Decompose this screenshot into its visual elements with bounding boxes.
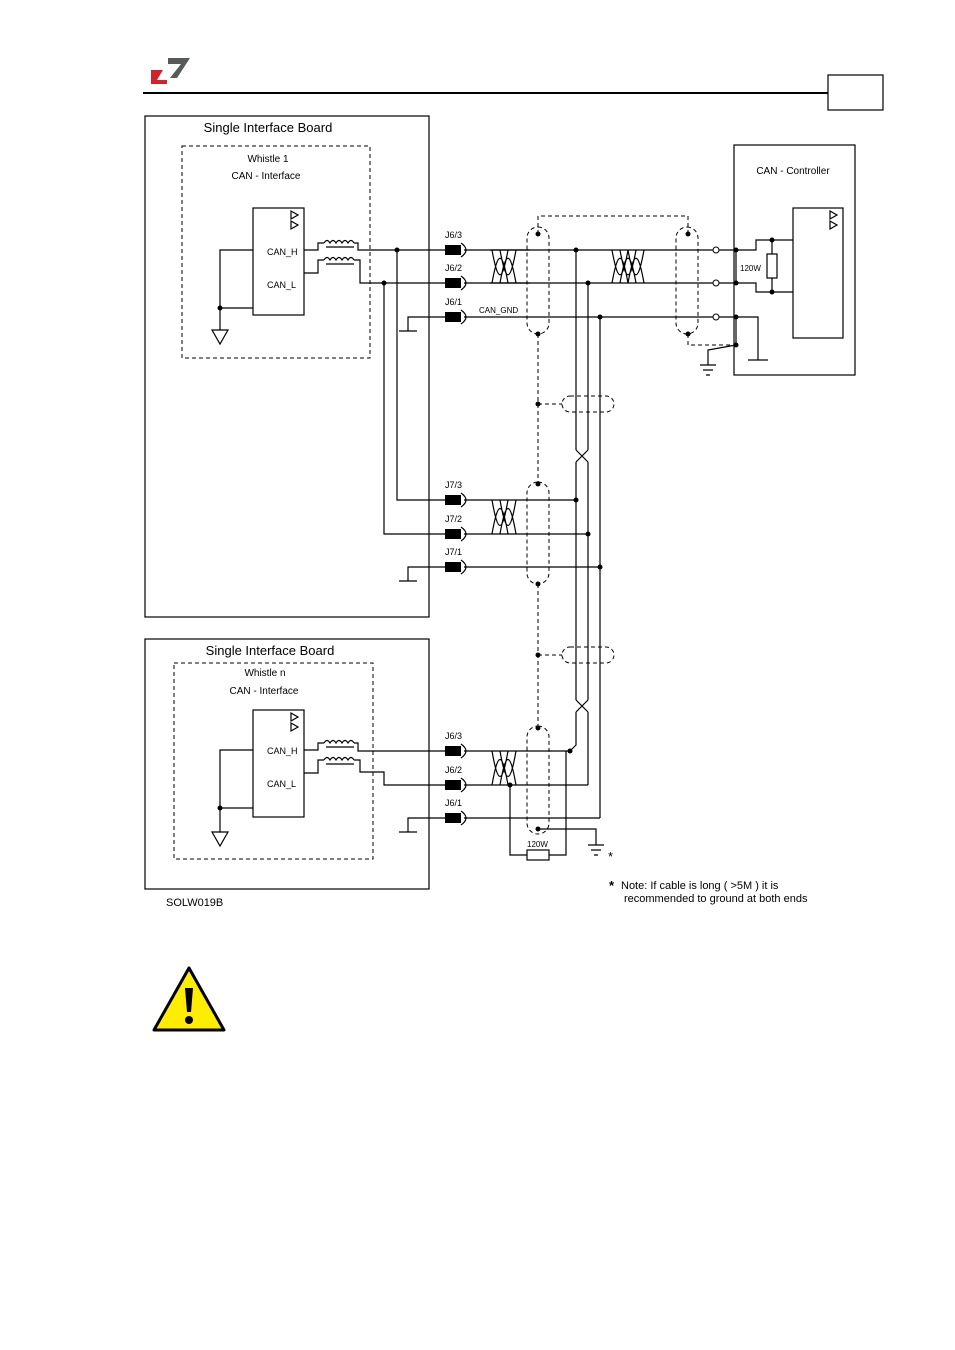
board-n-pin-l: CAN_L [267, 779, 296, 789]
cable-shield-2 [676, 227, 698, 334]
termination-resistor [527, 850, 549, 860]
cable-shield-4 [527, 482, 549, 584]
can-controller: CAN - Controller 120W [700, 145, 855, 375]
board-n-chip-symbol-icon [291, 713, 298, 731]
board-n-chip-name: Whistle n [244, 668, 285, 679]
termination-resistor-label: 120W [527, 840, 548, 849]
board-n-connectors: J6/3 J6/2 J6/1 120W * [445, 700, 613, 864]
can-gnd-label: CAN_GND [479, 306, 518, 315]
board-n-title: Single Interface Board [206, 643, 335, 658]
cable-shield-1 [527, 227, 549, 334]
trunk-twist-icon [576, 450, 588, 462]
controller-chip [793, 208, 843, 338]
controller-chip-symbol-icon [830, 211, 837, 229]
board-1-choke-icon [324, 241, 354, 261]
board-1-chip-symbol-icon [291, 211, 298, 229]
connector-n-j6-1-label: J6/1 [445, 798, 462, 808]
connector-j6-1-label: J6/1 [445, 297, 462, 307]
page-number-box [828, 75, 883, 110]
board-1: Single Interface Board Whistle 1 CAN - I… [145, 116, 445, 617]
board-1-chip-ground-icon [212, 330, 228, 344]
controller-resistor [767, 254, 777, 278]
controller-title: CAN - Controller [756, 166, 830, 177]
connector-n-j6-3-label: J6/3 [445, 731, 462, 741]
company-logo-icon [151, 58, 190, 84]
connector-j7-2-label: J7/2 [445, 514, 462, 524]
board-1-chip-name: Whistle 1 [247, 154, 289, 165]
controller-resistor-label: 120W [740, 264, 761, 273]
twisted-pair-icon [492, 751, 516, 785]
board-1-chip-interface: CAN - Interface [232, 171, 301, 182]
connector-j7-1-label: J7/1 [445, 547, 462, 557]
trunk-twist-icon [576, 700, 588, 712]
connector-j6-2-label: J6/2 [445, 263, 462, 273]
earth-ground-icon [588, 845, 604, 855]
connector-n-j6-2-label: J6/2 [445, 765, 462, 775]
note-line-1: Note: If cable is long ( >5M ) it is [621, 880, 779, 892]
note-marker: * [609, 878, 615, 893]
board-1-title: Single Interface Board [204, 120, 333, 135]
warning-triangle-icon [154, 968, 224, 1030]
board-n-chip-interface: CAN - Interface [230, 686, 299, 697]
board-n-choke-icon [324, 741, 354, 761]
board-n-chip-ground-icon [212, 832, 228, 846]
ground-note-marker: * [608, 849, 613, 864]
board-1-connectors: J6/3 J6/2 J6/1 CAN_GND J7/3 J7/2 J7/1 [445, 230, 716, 574]
board-1-pin-l: CAN_L [267, 280, 296, 290]
connector-j7-3-label: J7/3 [445, 480, 462, 490]
note-line-2: recommended to ground at both ends [624, 893, 808, 905]
bus-cable-top [490, 216, 736, 812]
earth-ground-icon [700, 365, 716, 375]
twisted-pair-icon [492, 500, 516, 534]
drawing-id: SOLW019B [166, 897, 223, 909]
board-1-pin-h: CAN_H [267, 247, 298, 257]
twisted-pair-icon [612, 250, 644, 283]
board-n-pin-h: CAN_H [267, 746, 298, 756]
twisted-pair-icon [492, 250, 516, 283]
board-n: Single Interface Board Whistle n CAN - I… [145, 639, 445, 889]
connector-j6-3-label: J6/3 [445, 230, 462, 240]
